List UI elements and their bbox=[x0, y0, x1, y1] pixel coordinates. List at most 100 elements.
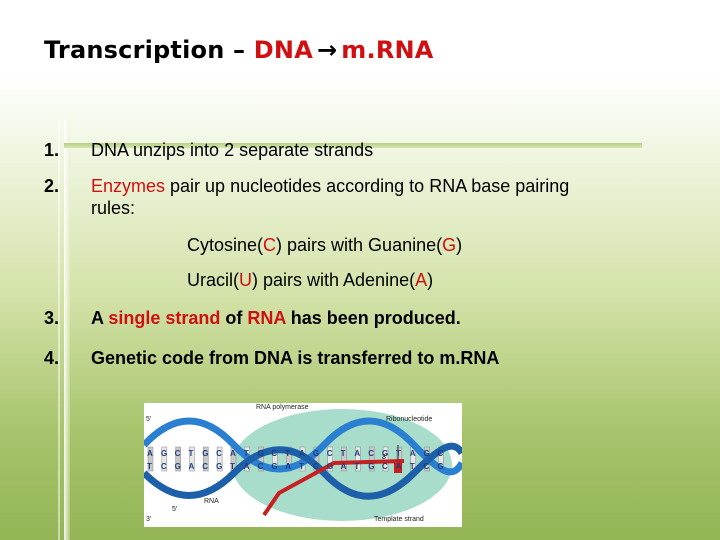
base-letter-top: G bbox=[161, 449, 167, 458]
item-text-rna: RNA bbox=[247, 308, 286, 328]
slide-title: Transcription – DNA→m.RNA bbox=[44, 36, 434, 64]
base-letter-bottom: A bbox=[285, 462, 291, 471]
base-letter-top: C bbox=[271, 449, 277, 458]
base-letter-bottom: C bbox=[258, 462, 264, 471]
base-letter-bottom: T bbox=[354, 462, 359, 471]
base-pair-rung bbox=[382, 446, 389, 472]
rule-letter-c: C bbox=[263, 235, 277, 255]
base-letter-bottom: T bbox=[410, 462, 415, 471]
base-letter-top: T bbox=[188, 449, 193, 458]
base-letter-top: G bbox=[313, 449, 319, 458]
label-3-prime-right: 3' bbox=[382, 454, 387, 461]
base-letter-bottom: A bbox=[244, 462, 250, 471]
rule-text: ) bbox=[456, 235, 463, 255]
pairing-rule-uracil: Uracil(U) pairs with Adenine(A) bbox=[187, 270, 433, 291]
base-pair-rung bbox=[258, 446, 264, 472]
item-text-enzymes: Enzymes bbox=[91, 176, 166, 196]
rule-text: Cytosine( bbox=[187, 235, 264, 255]
decorative-vertical-line bbox=[64, 120, 70, 540]
base-letter-top: G bbox=[382, 449, 388, 458]
base-letter-bottom: C bbox=[161, 462, 167, 471]
base-pair-rung bbox=[161, 446, 168, 472]
base-letter-bottom: T bbox=[230, 462, 235, 471]
base-letter-top: G bbox=[424, 449, 430, 458]
base-letter-top: A bbox=[299, 449, 305, 458]
base-letter-bottom: T bbox=[299, 462, 304, 471]
rule-text: ) pairs with Adenine( bbox=[252, 270, 416, 290]
base-letter-bottom: C bbox=[313, 462, 319, 471]
label-5-prime-top: 5' bbox=[146, 416, 151, 423]
base-letter-top: A bbox=[147, 449, 153, 458]
base-letter-top: A bbox=[410, 449, 416, 458]
base-letter-top: T bbox=[285, 449, 290, 458]
item-number: 2. bbox=[44, 176, 60, 196]
label-5-prime-bottom: 5' bbox=[172, 506, 177, 513]
base-letter-top: A bbox=[354, 449, 360, 458]
item-text: Enzymes pair up nucleotides according to… bbox=[91, 176, 569, 197]
label-rna: RNA bbox=[204, 498, 219, 505]
base-letter-top: A bbox=[230, 449, 236, 458]
base-pair-rung bbox=[341, 446, 347, 472]
pairing-rule-cytosine: Cytosine(C) pairs with Guanine(G) bbox=[187, 235, 462, 256]
base-letter-bottom: A bbox=[188, 462, 194, 471]
item-number: 1. bbox=[44, 140, 60, 160]
arrow-right-icon: → bbox=[316, 36, 338, 64]
base-letter-top: C bbox=[437, 449, 443, 458]
base-letter-top: C bbox=[368, 449, 374, 458]
rule-text: ) pairs with Guanine( bbox=[276, 235, 443, 255]
ribonucleotide-mark bbox=[394, 461, 402, 473]
dna-strand-bottom bbox=[144, 442, 462, 500]
decorative-vertical-line-inner bbox=[58, 120, 60, 540]
base-letter-bottom: C bbox=[202, 462, 208, 471]
base-letter-top: C bbox=[327, 449, 333, 458]
label-rna-polymerase: RNA polymerase bbox=[256, 404, 309, 411]
base-letter-top: T bbox=[396, 449, 401, 458]
label-ribonucleotide: Ribonucleotide bbox=[386, 416, 432, 423]
base-letter-top: C bbox=[216, 449, 222, 458]
title-mrna: m.RNA bbox=[341, 36, 434, 64]
base-pair-rung bbox=[368, 446, 375, 472]
base-pair-rung bbox=[175, 446, 181, 472]
rule-text: ) bbox=[427, 270, 434, 290]
item-number: 3. bbox=[44, 308, 60, 328]
base-letter-bottom: G bbox=[175, 462, 181, 471]
rule-letter-a: A bbox=[415, 270, 428, 290]
item-number: 4. bbox=[44, 348, 60, 368]
item-text: Genetic code from DNA is transferred to … bbox=[91, 348, 500, 368]
item-text-single-strand: single strand bbox=[108, 308, 221, 328]
base-letter-bottom: G bbox=[216, 462, 222, 471]
base-pair-rung bbox=[147, 446, 154, 472]
item-text: DNA unzips into 2 separate strands bbox=[91, 140, 374, 160]
item-text-line2: rules: bbox=[91, 198, 136, 218]
label-template-strand: Template strand bbox=[374, 516, 424, 523]
base-letter-bottom: G bbox=[368, 462, 374, 471]
base-letter-bottom: C bbox=[424, 462, 430, 471]
item-text-part: of bbox=[220, 308, 248, 328]
base-pair-rung bbox=[203, 446, 209, 472]
base-letter-bottom: G bbox=[271, 462, 277, 471]
rule-letter-g: G bbox=[442, 235, 457, 255]
base-letter-top: G bbox=[202, 449, 208, 458]
item-text-part: has been produced. bbox=[285, 308, 461, 328]
base-letter-bottom: A bbox=[341, 462, 347, 471]
base-pair-rung bbox=[216, 446, 223, 472]
base-letter-bottom: G bbox=[437, 462, 443, 471]
item-text-part: A bbox=[91, 308, 109, 328]
transcription-diagram: RNA polymerase Ribonucleotide Template s… bbox=[144, 403, 462, 527]
decorative-horizontal-line bbox=[64, 143, 642, 148]
rule-text: Uracil( bbox=[187, 270, 239, 290]
base-letter-bottom: T bbox=[147, 462, 152, 471]
base-pair-rung bbox=[327, 446, 333, 472]
base-pair-rung bbox=[355, 446, 361, 472]
base-letter-bottom: C bbox=[382, 462, 388, 471]
base-letter-top: G bbox=[258, 449, 264, 458]
item-text: A single strand of RNA has been produced… bbox=[91, 308, 461, 329]
transcription-diagram-svg: RNA polymerase Ribonucleotide Template s… bbox=[144, 404, 462, 523]
base-letter-top: T bbox=[341, 449, 346, 458]
title-prefix: Transcription – bbox=[44, 36, 254, 64]
base-pair-rung bbox=[189, 446, 195, 472]
base-letter-top: C bbox=[175, 449, 181, 458]
base-letter-bottom: G bbox=[327, 462, 333, 471]
